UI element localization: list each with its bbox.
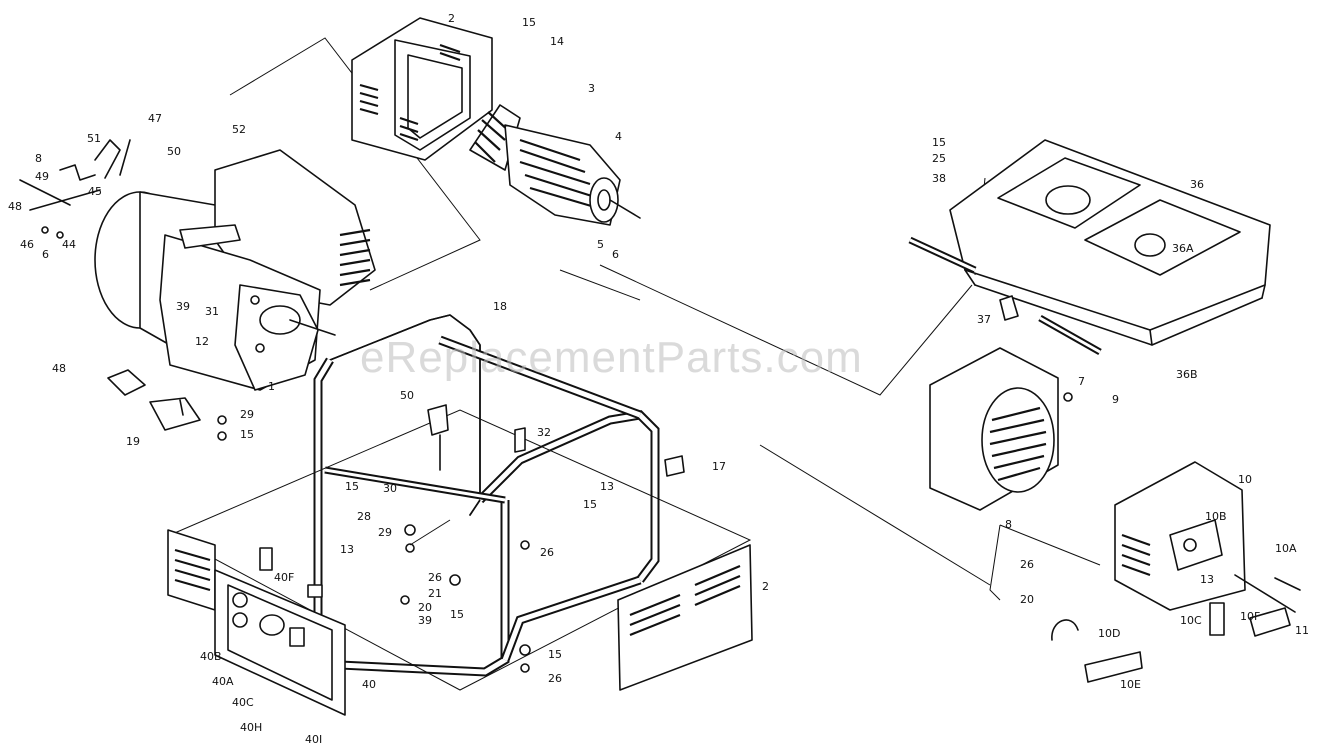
callout-36a: 36A [1172,242,1194,255]
callout-45: 45 [88,185,102,198]
callout-17: 17 [712,460,726,473]
fan-housing [929,347,1073,511]
callout-50: 50 [167,145,181,158]
callout-labels: 2 15 14 3 4 5 6 47 51 8 49 45 48 46 44 6… [8,12,1309,746]
brush-holder-parts [19,139,131,239]
callout-2-panel: 2 [762,580,769,593]
callout-36b: 36B [1176,368,1198,381]
callout-10d: 10D [1098,627,1120,640]
callout-15-bottom: 15 [548,648,562,661]
callout-44: 44 [62,238,76,251]
callout-50-frame: 50 [400,389,414,402]
callout-6-left: 6 [42,248,49,261]
callout-6-rotor: 6 [612,248,619,261]
callout-15-left: 15 [240,428,254,441]
callout-14: 14 [550,35,564,48]
callout-28: 28 [357,510,371,523]
callout-40: 40 [362,678,376,691]
callout-18: 18 [493,300,507,313]
callout-48-left: 48 [8,200,22,213]
callout-13-box: 13 [1200,573,1214,586]
watermark-text: eReplacementParts.com [360,333,863,382]
callout-52: 52 [232,123,246,136]
callout-46: 46 [20,238,34,251]
callout-40f: 40F [274,571,294,584]
callout-39-base: 39 [418,614,432,627]
callout-15-top: 15 [522,16,536,29]
callout-13-frame: 13 [340,543,354,556]
callout-21: 21 [428,587,442,600]
callout-10c: 10C [1180,614,1202,627]
callout-37: 37 [977,313,991,326]
callout-15-frame: 15 [345,480,359,493]
callout-15-engine: 15 [932,136,946,149]
callout-8-left: 8 [35,152,42,165]
callout-11: 11 [1295,624,1309,637]
callout-40h: 40H [240,721,262,734]
callout-29-left: 29 [240,408,254,421]
callout-51: 51 [87,132,101,145]
callout-20-fan: 20 [1020,593,1034,606]
callout-13-right: 13 [600,480,614,493]
callout-39-top: 39 [176,300,190,313]
callout-1: 1 [268,380,275,393]
callout-15-right: 15 [583,498,597,511]
callout-10f: 10F [1240,610,1260,623]
callout-5: 5 [597,238,604,251]
callout-25: 25 [932,152,946,165]
generator-end-housing [351,17,493,161]
callout-10b: 10B [1205,510,1227,523]
capacitor-bracket [107,369,201,431]
callout-15-base: 15 [450,608,464,621]
callout-40b: 40B [200,650,222,663]
generator-stator-body [94,149,376,391]
callout-26-frame: 26 [540,546,554,559]
engine-block [908,139,1271,356]
control-box [1051,461,1301,683]
callout-12: 12 [195,335,209,348]
callout-36: 36 [1190,178,1204,191]
callout-29-frame: 29 [378,526,392,539]
callout-47: 47 [148,112,162,125]
frame-hardware [217,404,685,673]
rotor-assembly [469,104,641,226]
callout-4: 4 [615,130,622,143]
callout-8-fan: 8 [1005,518,1012,531]
callout-10e: 10E [1120,678,1141,691]
callout-2-housing: 2 [448,12,455,25]
base-tray-and-control-panel [167,409,753,716]
callout-10: 10 [1238,473,1252,486]
callout-19: 19 [126,435,140,448]
callout-49: 49 [35,170,49,183]
callout-40c: 40C [232,696,254,709]
callout-3: 3 [588,82,595,95]
callout-40i: 40I [305,733,322,746]
callout-26-fan: 26 [1020,558,1034,571]
callout-9: 9 [1112,393,1119,406]
callout-48-mid: 48 [52,362,66,375]
callout-26-bottom: 26 [548,672,562,685]
callout-7: 7 [1078,375,1085,388]
callout-20-base: 20 [418,601,432,614]
callout-40a: 40A [212,675,234,688]
callout-26-base: 26 [428,571,442,584]
callout-10a: 10A [1275,542,1297,555]
callout-31: 31 [205,305,219,318]
callout-38: 38 [932,172,946,185]
callout-32: 32 [537,426,551,439]
callout-30: 30 [383,482,397,495]
